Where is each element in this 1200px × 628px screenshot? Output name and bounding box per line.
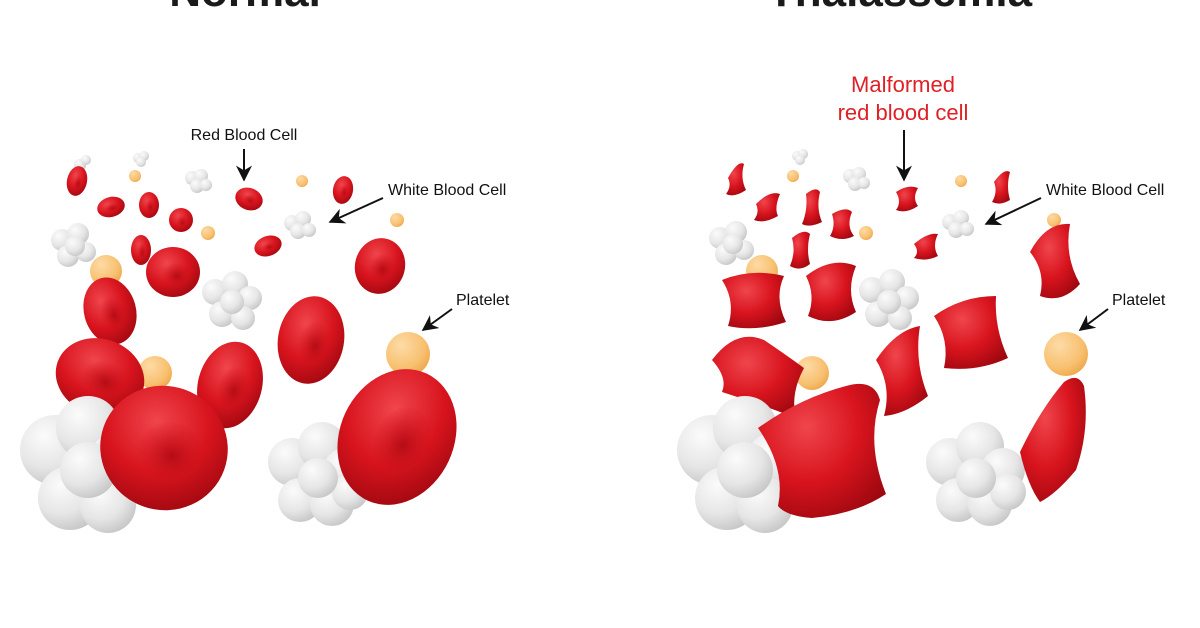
white-blood-cell-icon xyxy=(133,151,149,167)
platelet-label: Platelet xyxy=(456,292,510,309)
arrow-icon xyxy=(421,308,453,331)
red-blood-cell-icon xyxy=(354,238,406,294)
platelet-icon xyxy=(129,170,141,182)
red-blood-cell-icon xyxy=(254,235,282,257)
platelet-label: Platelet xyxy=(1112,292,1166,309)
platelet-icon xyxy=(1047,213,1061,227)
white-blood-cell-icon xyxy=(709,221,754,265)
malformed-red-blood-cell-icon xyxy=(1020,377,1086,502)
malformed-red-blood-cell-icon xyxy=(1030,223,1080,299)
platelet-icon xyxy=(1044,332,1088,376)
white-blood-cell-icon xyxy=(859,269,919,330)
malformed-red-blood-cell-icon xyxy=(830,209,854,239)
malformed-red-blood-cell-icon xyxy=(876,326,928,416)
white-blood-cell-label: White Blood Cell xyxy=(1046,182,1164,199)
red-blood-cell-label: Red Blood Cell xyxy=(191,127,298,144)
white-blood-cell-icon xyxy=(284,211,316,239)
white-blood-cell-icon xyxy=(185,169,212,193)
arrow-icon xyxy=(1078,308,1109,331)
right-panel-title: Thalassemia xyxy=(768,0,1033,16)
red-blood-cell-icon xyxy=(97,196,125,218)
malformed-red-blood-cell-icon xyxy=(726,163,746,196)
malformed-red-blood-cell-icon xyxy=(934,296,1008,369)
red-blood-cell-icon xyxy=(83,277,137,345)
red-blood-cell-icon xyxy=(197,341,263,429)
red-blood-cell-icon xyxy=(100,385,228,511)
red-blood-cell-icon xyxy=(66,166,88,196)
white-blood-cell-icon xyxy=(202,271,262,330)
malformed-red-blood-cell-icon xyxy=(758,383,886,518)
malformed-red-blood-cell-icon xyxy=(802,189,822,226)
malformed-red-blood-cell-icon xyxy=(806,262,856,322)
red-blood-cell-icon xyxy=(146,247,200,297)
white-blood-cell-icon xyxy=(677,396,805,533)
platelet-icon xyxy=(201,226,215,240)
red-blood-cell-icon xyxy=(55,338,145,416)
malformed-red-blood-cell-icon xyxy=(712,336,804,418)
malformed-cell-label: red blood cell xyxy=(838,100,969,125)
platelet-icon xyxy=(955,175,967,187)
red-blood-cell-icon xyxy=(277,296,345,384)
malformed-red-blood-cell-icon xyxy=(722,272,786,329)
red-blood-cell-icon xyxy=(139,192,159,218)
white-blood-cell-icon xyxy=(942,210,974,238)
white-blood-cell-icon xyxy=(843,167,870,191)
malformed-cell-label: Malformed xyxy=(851,72,955,97)
white-blood-cell-label: White Blood Cell xyxy=(388,182,506,199)
malformed-red-blood-cell-icon xyxy=(914,233,938,260)
left-panel-title: Normal xyxy=(169,0,321,16)
arrow-icon xyxy=(328,197,384,224)
malformed-red-blood-cell-icon xyxy=(754,193,780,222)
white-blood-cell-icon xyxy=(268,422,368,526)
platelet-icon xyxy=(386,332,430,376)
platelet-icon xyxy=(795,356,829,390)
white-blood-cell-icon xyxy=(792,149,808,165)
malformed-red-blood-cell-icon xyxy=(896,186,918,212)
red-blood-cell-icon xyxy=(131,235,151,265)
platelet-icon xyxy=(296,175,308,187)
white-blood-cell-icon xyxy=(51,223,96,267)
arrow-icon xyxy=(984,197,1042,226)
platelet-icon xyxy=(787,170,799,182)
white-blood-cell-icon xyxy=(926,422,1026,526)
red-blood-cell-icon xyxy=(337,369,457,505)
thalassemia-panel: Malformed red blood cell White Blood Cel… xyxy=(677,72,1166,533)
platelet-icon xyxy=(138,356,172,390)
platelet-icon xyxy=(859,226,873,240)
normal-panel: Red Blood Cell White Blood Cell Platelet xyxy=(20,127,510,533)
red-blood-cell-icon xyxy=(235,187,263,211)
malformed-red-blood-cell-icon xyxy=(790,231,810,269)
malformed-red-blood-cell-icon xyxy=(992,171,1010,204)
red-blood-cell-icon xyxy=(332,176,354,204)
red-blood-cell-icon xyxy=(169,208,193,232)
platelet-icon xyxy=(390,213,404,227)
